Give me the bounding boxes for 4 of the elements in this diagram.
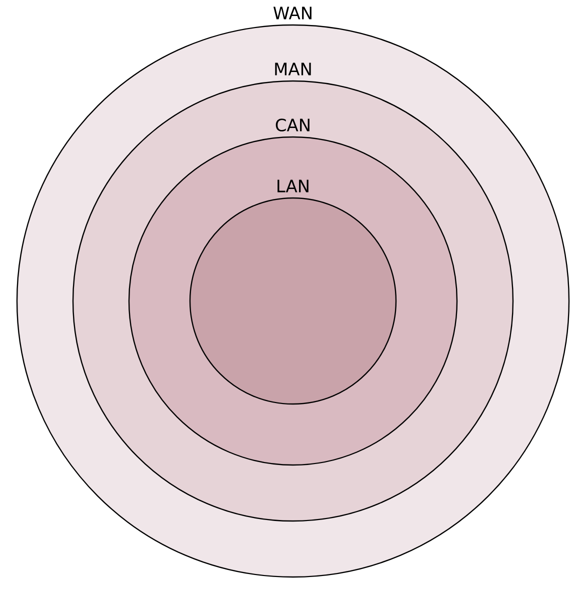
node-label: MAN <box>275 62 311 76</box>
node-label: WAN <box>273 6 312 20</box>
node-label: CAN <box>276 118 310 132</box>
node-label: LAN <box>278 180 308 192</box>
